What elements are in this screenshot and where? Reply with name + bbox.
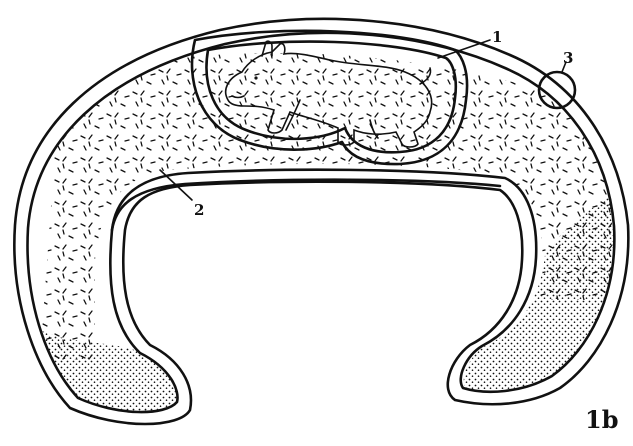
label-1: 1 xyxy=(492,28,502,46)
leader-line-1 xyxy=(438,40,490,58)
tissue-texture xyxy=(40,53,620,419)
label-2: 2 xyxy=(194,201,204,219)
label-3: 3 xyxy=(563,49,573,67)
panel-label: 1b xyxy=(585,405,618,434)
